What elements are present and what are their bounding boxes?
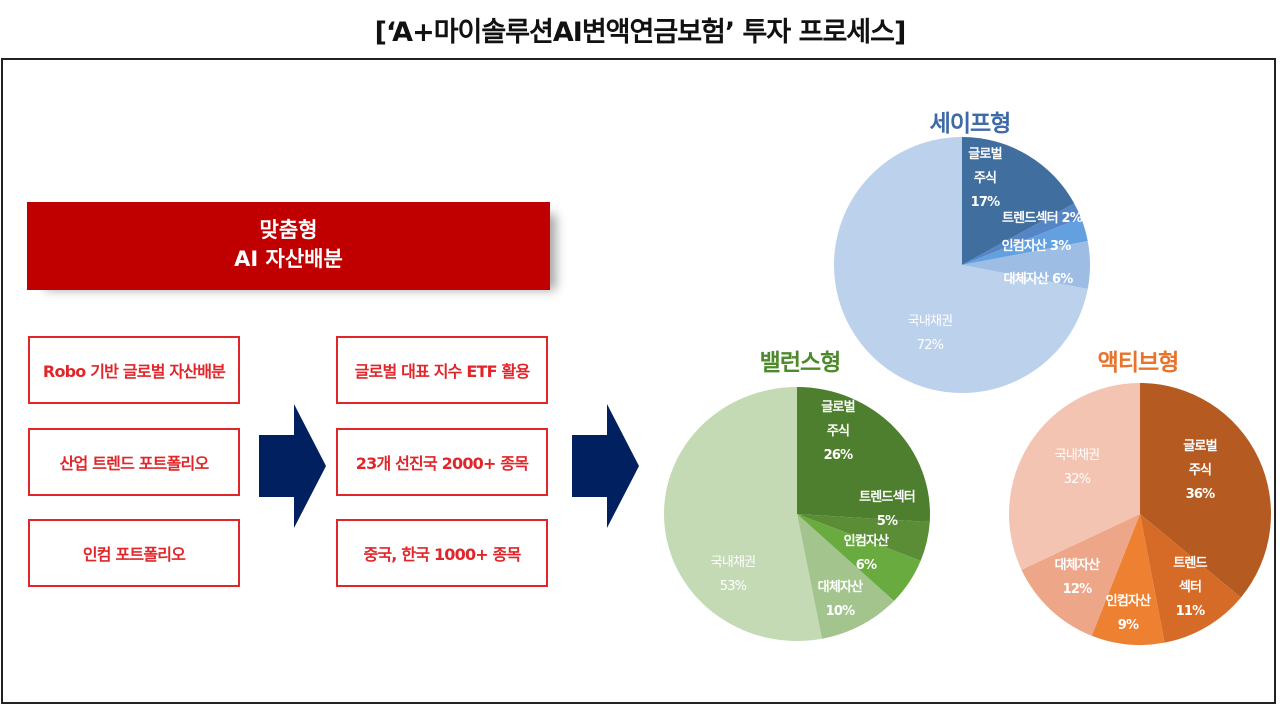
pie-slice-balance-4: [664, 387, 822, 641]
pie-slice-balance-2: [797, 514, 921, 601]
label-text: 12%: [1062, 582, 1093, 597]
label-text: 17%: [970, 195, 1001, 210]
pie-slice-safe-4: [834, 137, 1088, 393]
label-text: 5%: [876, 514, 898, 529]
pie-slice-balance-3: [797, 514, 894, 639]
pie-slice-safe-3: [962, 241, 1090, 289]
label-text: 주식: [1188, 463, 1212, 478]
label-balance-global: 글로벌 주식 26%: [821, 396, 855, 468]
label-text: 주식: [973, 171, 997, 186]
label-text: 트렌드: [1173, 556, 1207, 571]
label-balance-trend: 트렌드섹터 5%: [859, 486, 916, 534]
banner-line-2: AI 자산배분: [234, 247, 343, 271]
label-text: 글로벌: [968, 147, 1002, 162]
label-safe-alt: 대체자산 6%: [1003, 272, 1074, 287]
label-text: 26%: [823, 448, 854, 463]
banner-line-1: 맞춤형: [259, 218, 318, 242]
label-active-trend: 트렌드 섹터 11%: [1173, 552, 1207, 624]
pie-slice-active-4: [1009, 383, 1140, 570]
label-text: 주식: [826, 424, 850, 439]
pie-slice-active-3: [1021, 514, 1140, 636]
label-text: 국내채권: [907, 314, 953, 329]
left-box-income: 인컴 포트폴리오: [28, 519, 240, 587]
middle-box-developed: 23개 선진국 2000+ 종목: [336, 428, 548, 496]
label-text: 72%: [916, 338, 944, 353]
pie-slice-safe-0: [962, 137, 1075, 265]
left-box-trend: 산업 트렌드 포트폴리오: [28, 428, 240, 496]
label-safe-trend: 트렌드섹터 2%: [1002, 211, 1083, 226]
label-text: 트렌드섹터: [859, 490, 916, 505]
pie-slice-safe-2: [962, 217, 1088, 265]
pie-slice-balance-1: [797, 514, 930, 561]
pie-slice-active-1: [1140, 514, 1241, 643]
label-text: 36%: [1185, 487, 1216, 502]
label-text: 국내채권: [710, 555, 756, 570]
label-active-global: 글로벌 주식 36%: [1183, 435, 1217, 507]
label-text: 글로벌: [1183, 439, 1217, 454]
label-active-income: 인컴자산 9%: [1106, 590, 1151, 638]
pie-slice-safe-1: [962, 203, 1082, 265]
label-text: 대체자산: [1054, 558, 1100, 573]
label-safe-global: 글로벌 주식 17%: [968, 143, 1002, 215]
label-text: 10%: [825, 604, 856, 619]
label-text: 국내채권: [1054, 448, 1100, 463]
label-text: 섹터: [1178, 580, 1202, 595]
label-safe-income: 인컴자산 3%: [1001, 239, 1072, 254]
label-balance-income: 인컴자산 6%: [844, 530, 889, 578]
label-active-alt: 대체자산 12%: [1055, 554, 1100, 602]
label-text: 인컴자산: [843, 534, 889, 549]
pie-title-active: 액티브형: [1097, 350, 1180, 376]
pie-slice-balance-0: [797, 387, 931, 522]
pie-slice-active-2: [1091, 514, 1165, 645]
pie-title-safe: 세이프형: [929, 111, 1012, 137]
label-balance-alt: 대체자산 10%: [818, 576, 863, 624]
label-active-domestic: 국내채권 32%: [1055, 444, 1100, 492]
middle-box-etf: 글로벌 대표 지수 ETF 활용: [336, 336, 548, 404]
right-arrow-icon: [259, 404, 326, 528]
label-text: 32%: [1063, 472, 1091, 487]
label-text: 6%: [855, 558, 877, 573]
page-title: [‘A+마이솔루션AI변액연금보험’ 투자 프로세스]: [374, 17, 907, 48]
label-text: 글로벌: [821, 400, 855, 415]
label-safe-domestic: 국내채권 72%: [908, 310, 953, 358]
label-balance-domestic: 국내채권 53%: [711, 551, 756, 599]
label-text: 9%: [1117, 618, 1139, 633]
right-arrow-icon: [572, 404, 639, 528]
ai-allocation-banner: 맞춤형 AI 자산배분: [27, 202, 550, 290]
label-text: 11%: [1175, 604, 1206, 619]
diagram-frame: [1, 58, 1276, 704]
label-text: 대체자산: [817, 580, 863, 595]
pie-title-balance: 밸런스형: [759, 350, 842, 376]
pie-slice-active-0: [1140, 383, 1271, 598]
middle-box-china-korea: 중국, 한국 1000+ 종목: [336, 519, 548, 587]
left-box-robo: Robo 기반 글로벌 자산배분: [28, 336, 240, 404]
label-text: 인컴자산: [1105, 594, 1151, 609]
label-text: 53%: [719, 579, 747, 594]
